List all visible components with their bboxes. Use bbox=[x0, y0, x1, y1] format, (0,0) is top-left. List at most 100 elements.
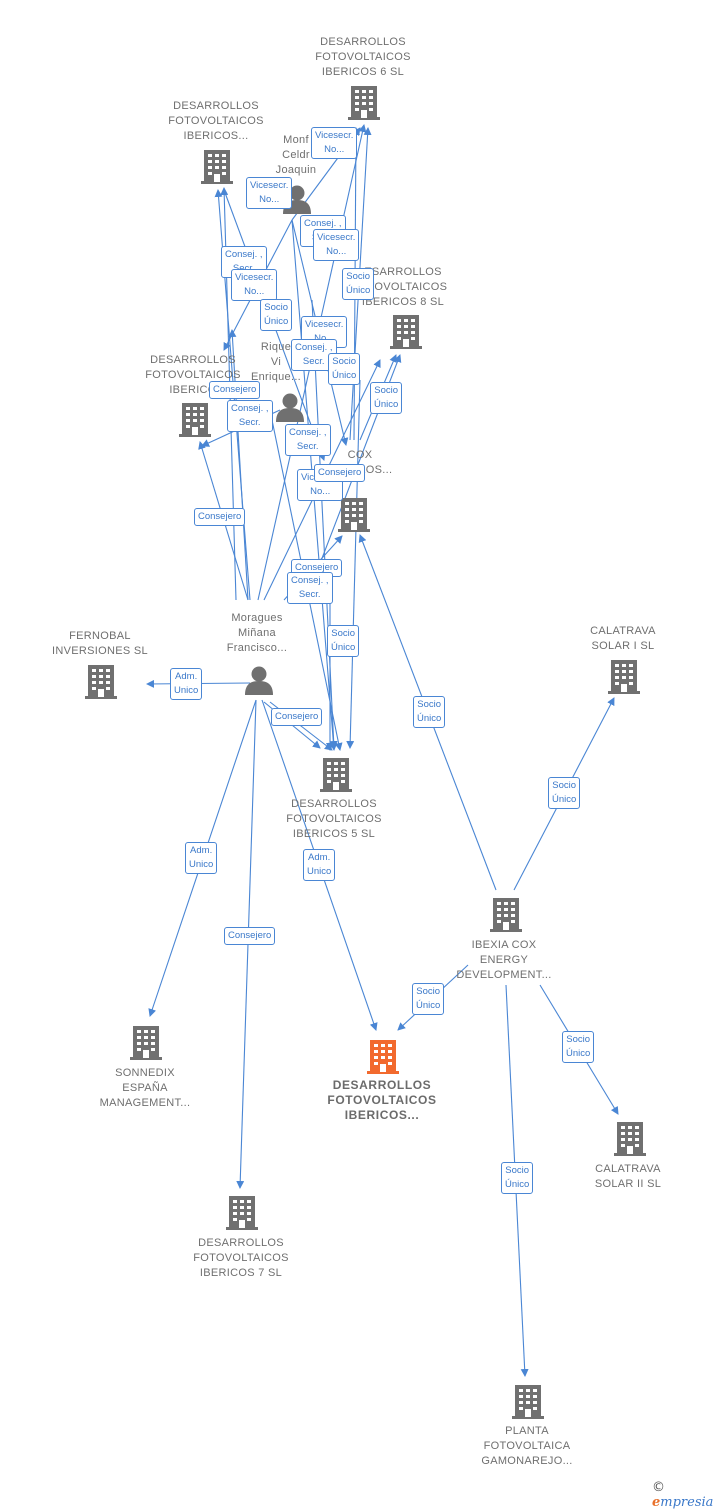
edge-role-text: Socio bbox=[416, 986, 441, 997]
node-label-line: DESARROLLOS bbox=[291, 798, 377, 810]
node-label-line: DESARROLLOS bbox=[198, 1237, 284, 1249]
edge-role-label[interactable]: Consejero bbox=[224, 927, 276, 945]
edge-role-label[interactable]: Vicesecr.No... bbox=[313, 229, 360, 261]
edge-role-text: Unico bbox=[174, 685, 199, 696]
edge-role-label[interactable]: Consej. ,Secr. bbox=[285, 424, 331, 456]
node-label-line: IBERICOS 7 SL bbox=[199, 1267, 283, 1279]
edge-role-label[interactable]: Consej. ,Secr. bbox=[227, 400, 273, 432]
copyright-symbol: © bbox=[652, 1480, 665, 1495]
node-label-line: DEVELOPMENT... bbox=[456, 969, 552, 981]
node-label-line: ESARROLLOS bbox=[364, 266, 442, 278]
building-icon[interactable] bbox=[512, 1385, 544, 1419]
building-icon[interactable] bbox=[85, 665, 117, 699]
edge-role-text: Vicesecr. bbox=[315, 130, 354, 141]
node-label-line: OTOVOLTAICOS bbox=[358, 281, 448, 293]
edge-role-text: Socio bbox=[566, 1034, 591, 1045]
building-icon[interactable] bbox=[179, 403, 211, 437]
edge-role-label[interactable]: Consejero bbox=[194, 508, 246, 526]
edge-role-text: Unico bbox=[189, 859, 214, 870]
node-label-line: INVERSIONES SL bbox=[52, 645, 148, 657]
building-icon[interactable] bbox=[490, 898, 522, 932]
node-label-line: DESARROLLOS bbox=[150, 354, 236, 366]
edge-role-label[interactable]: Vicesecr.No... bbox=[246, 177, 293, 209]
building-icon[interactable] bbox=[367, 1040, 399, 1074]
brand-name: mpresia bbox=[660, 1495, 714, 1510]
node-label-line: SOLAR I SL bbox=[591, 640, 655, 652]
empresia-logo[interactable]: © empresia bbox=[652, 1480, 728, 1510]
edge-role-text: Único bbox=[416, 1000, 441, 1011]
edge-role-text: Único bbox=[552, 794, 577, 805]
node-label-line: DESARROLLOS bbox=[332, 1078, 432, 1092]
edge-role-label[interactable]: Adm.Unico bbox=[303, 849, 336, 881]
node-label-line: Rique bbox=[260, 341, 292, 353]
edge-role-text: Adm. bbox=[190, 845, 213, 856]
edge-role-label[interactable]: Adm. Unico bbox=[185, 842, 218, 874]
edge-role-text: Unico bbox=[307, 866, 332, 877]
building-icon[interactable] bbox=[320, 758, 352, 792]
node-label-line: Monf bbox=[283, 134, 309, 146]
edge-role-label[interactable]: Consejero bbox=[314, 464, 366, 482]
node-label-line: SONNEDIX bbox=[115, 1067, 175, 1079]
node-label-line: ESPAÑA bbox=[122, 1082, 168, 1094]
edge-role-label[interactable]: Consej. ,Secr. bbox=[287, 572, 333, 604]
edge-role-text: Único bbox=[331, 642, 356, 653]
edge-role-text: Único bbox=[417, 713, 442, 724]
building-icon[interactable] bbox=[348, 86, 380, 120]
edge-role-label[interactable]: Adm. Unico bbox=[170, 668, 203, 700]
person-icon[interactable] bbox=[245, 666, 273, 696]
person-icon[interactable] bbox=[276, 393, 304, 423]
edge-role-text: Único bbox=[332, 370, 357, 381]
edge-role-text: Consej. , bbox=[289, 427, 327, 438]
edge-role-text: Secr. bbox=[225, 262, 263, 276]
building-icon[interactable] bbox=[226, 1196, 258, 1230]
node-label-line: SOLAR II SL bbox=[594, 1178, 662, 1190]
building-icon[interactable] bbox=[390, 315, 422, 349]
edge-role-text: Socio bbox=[346, 271, 371, 282]
edge-role-label[interactable]: Vicesecr.No... bbox=[231, 269, 278, 301]
edge-role-label[interactable]: Consejero bbox=[209, 381, 261, 399]
edge-role-text: Socio bbox=[332, 356, 357, 367]
edge-role-text: Socio bbox=[505, 1165, 530, 1176]
building-icon[interactable] bbox=[130, 1026, 162, 1060]
node-label-line: FOTOVOLTAICOS bbox=[327, 1093, 437, 1107]
edge-role-text: Adm. bbox=[175, 671, 198, 682]
edge-role-text: No... bbox=[305, 332, 343, 346]
node-label-line: FOTOVOLTAICA bbox=[483, 1440, 571, 1452]
node-label-line: IBERICOS 6 SL bbox=[321, 66, 405, 78]
edge-role-text: Consejero bbox=[275, 711, 319, 722]
edge-role-text: No... bbox=[326, 246, 347, 257]
node-label-line: Celdr bbox=[282, 149, 310, 161]
building-icon[interactable] bbox=[614, 1122, 646, 1156]
edge-role-label[interactable]: Consejero bbox=[271, 708, 323, 726]
building-icon[interactable] bbox=[338, 498, 370, 532]
edge-role-label[interactable]: Vicesecr.No... bbox=[311, 127, 358, 159]
node-label-line: GAMONAREJO... bbox=[481, 1455, 573, 1467]
building-icon[interactable] bbox=[608, 660, 640, 694]
